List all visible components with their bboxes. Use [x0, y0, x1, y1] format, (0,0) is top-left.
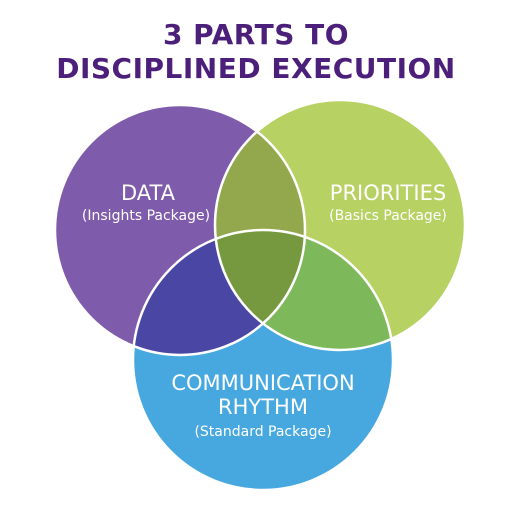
communication-package-label: (Standard Package)	[194, 424, 331, 440]
communication-circle-outline	[131, 228, 395, 492]
communication-label-line-1: COMMUNICATION	[171, 371, 354, 395]
data-package-label: (Insights Package)	[82, 208, 210, 224]
overlap-priorities-communication	[215, 230, 393, 350]
overlap-data-communication	[133, 230, 305, 355]
priorities-circle-outline	[213, 98, 467, 352]
title-line-2: DISCIPLINED EXECUTION	[56, 52, 456, 85]
data-label: DATA	[121, 181, 176, 205]
circle-outlines	[53, 98, 467, 492]
title-line-1: 3 PARTS TO	[162, 18, 350, 51]
data-circle-outline	[53, 103, 307, 357]
priorities-label: PRIORITIES	[330, 181, 446, 205]
priorities-package-label: (Basics Package)	[329, 208, 447, 224]
diagram-title: 3 PARTS TO DISCIPLINED EXECUTION	[0, 18, 512, 86]
communication-label-line-2: RHYTHM	[218, 395, 308, 419]
